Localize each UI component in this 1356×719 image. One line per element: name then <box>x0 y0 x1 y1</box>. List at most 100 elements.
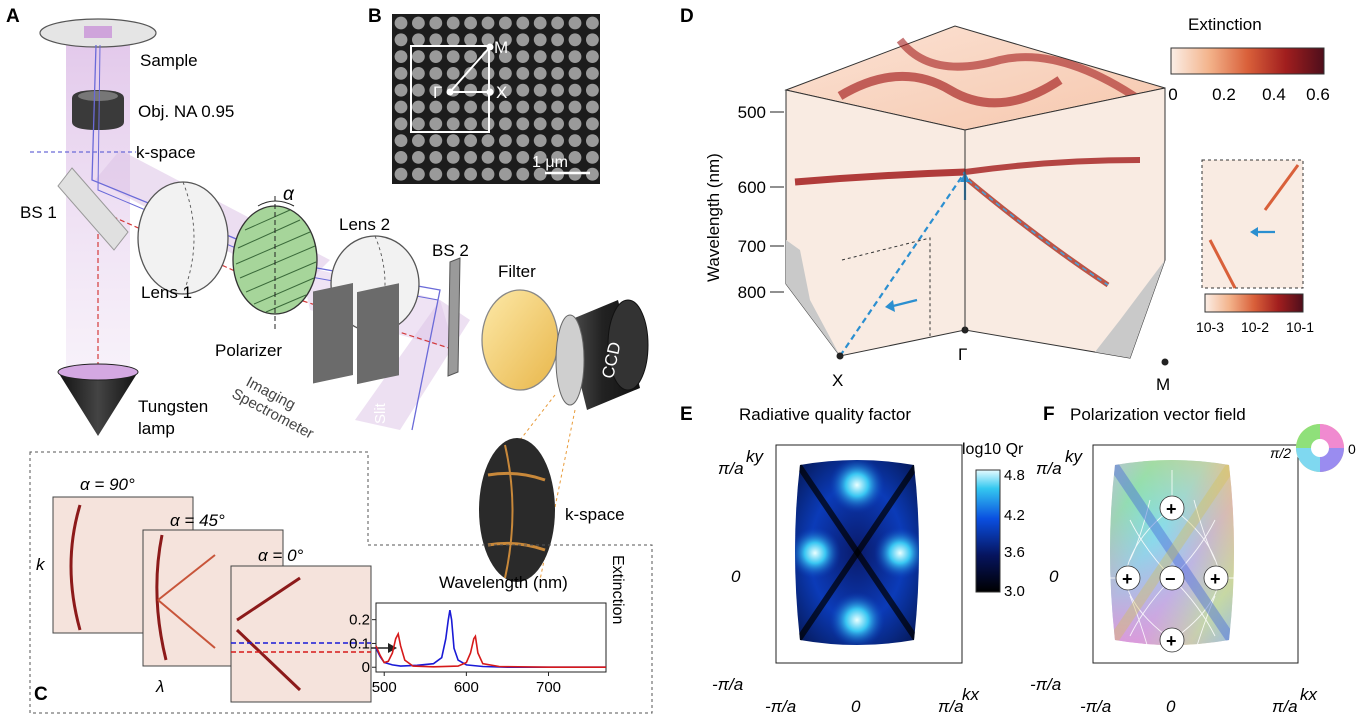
alpha-label: α <box>283 184 295 205</box>
wheel-label-0: 0 <box>1348 441 1356 457</box>
charge-bottom-label: + <box>1166 631 1177 651</box>
nanoparticle <box>394 117 408 131</box>
spectrum-ytick-label: 0.1 <box>349 635 370 652</box>
nanoparticle <box>586 67 599 80</box>
nanoparticle <box>551 50 564 63</box>
nanoparticle <box>446 50 460 63</box>
nanoparticle <box>551 33 564 47</box>
nanoparticle <box>412 33 425 47</box>
nanoparticle <box>481 167 495 181</box>
e-ky: ky <box>746 447 765 466</box>
map-0-band-2 <box>235 628 302 692</box>
panel-f: F Polarization vector field + + <box>1030 404 1356 716</box>
kspace-band-3 <box>504 444 514 579</box>
spectrometer-plate <box>313 282 353 384</box>
pol-diag-2 <box>1110 460 1234 645</box>
f-kx: kx <box>1300 685 1318 704</box>
f-ytick-top: π/a <box>1036 459 1062 478</box>
nanoparticle <box>533 151 547 164</box>
alpha-45-label: α = 45° <box>170 511 225 530</box>
spectrometer-label: Imaging Spectrometer <box>229 370 324 442</box>
nanoparticle <box>499 50 512 63</box>
panel-c: C α = 90° α = 45° α = 0° k λ Wavelength … <box>29 451 653 714</box>
extinction-colorbar <box>1170 47 1325 75</box>
label-m: M <box>494 38 508 57</box>
lens2-label: Lens 2 <box>339 215 390 234</box>
f-ky: ky <box>1065 447 1084 466</box>
nanoparticle <box>533 134 547 148</box>
nanoparticle <box>499 134 512 148</box>
d-ytick-800: 800 <box>738 283 766 302</box>
nanoparticle <box>412 100 425 114</box>
panel-a-letter: A <box>6 6 20 27</box>
charge-left-label: + <box>1122 569 1133 589</box>
lens-1 <box>137 181 229 295</box>
top-band-2 <box>896 37 1143 104</box>
alpha-90-label: α = 90° <box>80 475 135 494</box>
nanoparticle <box>516 100 530 114</box>
nanoparticle <box>394 50 408 63</box>
q-colorbar <box>975 469 1001 593</box>
panel-e: E Radiative quality factor ky kx π/a 0 -… <box>680 404 1025 716</box>
lens1-label: Lens 1 <box>141 283 192 302</box>
scale-bar-label: 1 μm <box>532 154 568 171</box>
nanoparticle <box>586 50 599 63</box>
panel-c-frame <box>29 451 653 714</box>
nanoparticle <box>446 67 460 80</box>
nanoparticle <box>533 67 547 80</box>
nanoparticle <box>551 151 564 164</box>
nanoparticle <box>499 167 512 181</box>
e-ticks: ky kx π/a 0 -π/a -π/a 0 π/a <box>712 447 980 716</box>
nanoparticle <box>586 134 599 148</box>
nanoparticle <box>412 67 425 80</box>
nanoparticle <box>551 134 564 148</box>
sem-image <box>392 14 600 184</box>
nanoparticle <box>412 50 425 63</box>
d-yticks: 500 600 700 800 <box>738 103 784 302</box>
d-arrow-1-head <box>885 300 895 312</box>
q-hot-top <box>829 460 885 513</box>
nanoparticle <box>412 16 425 30</box>
q-tick-48: 4.8 <box>1004 467 1025 484</box>
objective-top <box>78 91 118 101</box>
left-gray-region <box>786 240 840 356</box>
q-tick-30: 3.0 <box>1004 583 1025 600</box>
kspace-guide-1 <box>519 394 556 441</box>
right-gray-region <box>1095 260 1165 358</box>
q-tick-42: 4.2 <box>1004 507 1025 524</box>
nanoparticle <box>481 16 495 30</box>
spectrum-axes <box>375 602 607 673</box>
kspace-image <box>479 438 555 582</box>
lamp-rim <box>57 363 139 381</box>
lens-1-curve <box>182 181 195 295</box>
wheel-hole <box>1311 439 1329 457</box>
nanoparticle <box>499 67 512 80</box>
ext-tick-1: 0.2 <box>1212 85 1236 104</box>
panel-e-letter: E <box>680 404 693 425</box>
nanoparticle <box>481 33 495 47</box>
nanoparticle <box>429 67 443 80</box>
extinction-colorbar-ticks: 0 0.2 0.4 0.6 <box>1168 85 1330 104</box>
charge-right <box>1203 565 1229 591</box>
nanoparticle-array <box>394 16 599 181</box>
nanoparticle <box>464 134 477 148</box>
corner-m <box>1161 358 1169 366</box>
nanoparticle <box>551 16 564 30</box>
nanoparticle <box>429 117 443 131</box>
nanoparticle <box>499 117 512 131</box>
corner-gamma-label: Γ <box>958 345 967 364</box>
nanoparticle <box>516 33 530 47</box>
nanoparticle <box>533 83 547 97</box>
nanoparticle <box>568 16 582 30</box>
nanoparticle <box>446 151 460 164</box>
nanoparticle <box>586 167 599 181</box>
charge-left <box>1115 565 1141 591</box>
kspace-band-1 <box>487 471 546 482</box>
slit-plate <box>357 283 399 385</box>
nanoparticle <box>568 50 582 63</box>
lens-2-curve <box>374 235 386 333</box>
sample-label: Sample <box>140 51 198 70</box>
top-band-1 <box>837 71 1063 108</box>
d-ytick-700: 700 <box>738 237 766 256</box>
